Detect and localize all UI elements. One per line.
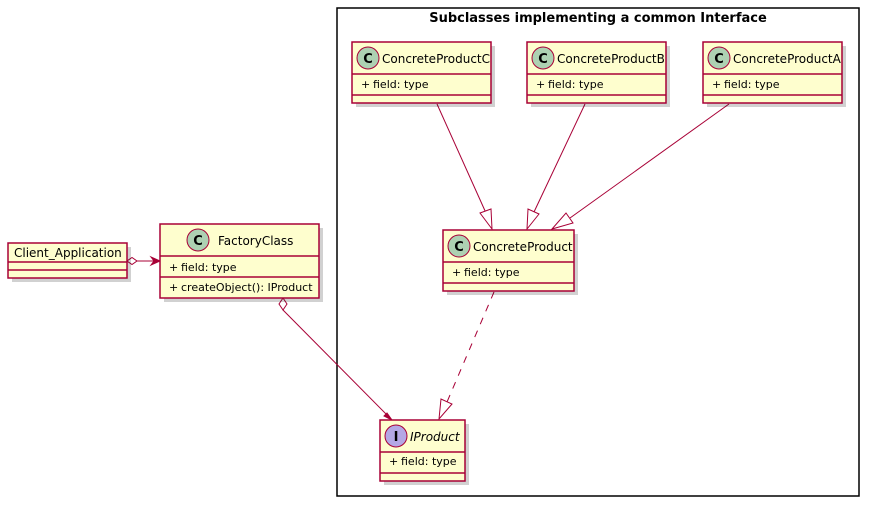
svg-text:+: + [452,266,461,279]
class-badge-icon [707,46,731,70]
class-concreteproduct[interactable]: C ConcreteProduct field: type [442,229,578,295]
class-field: field: type [724,78,780,91]
edge-producta-concrete [550,103,730,230]
svg-text:+: + [361,78,370,91]
class-badge-icon [186,228,210,252]
edge-factory-iproduct [278,297,393,421]
class-concreteproductb[interactable]: C ConcreteProductB field: type [526,41,670,107]
svg-text:+: + [536,78,545,91]
class-name: ConcreteProductC [382,52,490,66]
svg-text:C: C [454,240,464,255]
interface-badge-icon [384,424,408,448]
class-field: field: type [548,78,604,91]
svg-text:I: I [394,430,399,445]
class-badge-icon [356,46,380,70]
class-field: field: type [373,78,429,91]
class-badge-icon [447,234,471,258]
class-field: field: type [181,261,237,274]
svg-text:+: + [169,281,178,294]
class-name: IProduct [410,430,461,444]
class-name: Client_Application [14,246,122,260]
class-field: field: type [464,266,520,279]
package-frame: Subclasses implementing a common Interfa… [336,7,860,497]
class-method: createObject(): IProduct [181,281,313,294]
svg-text:C: C [193,234,203,249]
svg-text:C: C [538,52,548,67]
edge-productc-concrete [436,103,493,231]
edge-productb-concrete [526,103,586,231]
package-title: Subclasses implementing a common Interfa… [429,11,767,26]
class-name: FactoryClass [218,234,293,248]
class-concreteproductc[interactable]: C ConcreteProductC field: type [351,41,495,107]
svg-text:C: C [363,52,373,67]
class-concreteproducta[interactable]: C ConcreteProductA field: type [702,41,846,107]
svg-text:+: + [389,455,398,468]
class-field: field: type [401,455,457,468]
class-factoryclass[interactable]: C FactoryClass field: type createObject(… [159,223,323,302]
class-name: ConcreteProduct [473,240,573,254]
svg-text:C: C [714,52,724,67]
interface-iproduct[interactable]: I IProduct field: type [379,419,469,485]
class-badge-icon [531,46,555,70]
visibility-markers: + + + + + + + [169,78,721,468]
svg-text:+: + [169,261,178,274]
class-name: ConcreteProductA [733,52,842,66]
edges [126,103,730,421]
edge-concrete-iproduct [438,291,495,421]
class-name: ConcreteProductB [557,52,665,66]
edge-client-factory [126,255,162,267]
svg-text:+: + [712,78,721,91]
class-client-application[interactable]: Client_Application [7,242,131,282]
